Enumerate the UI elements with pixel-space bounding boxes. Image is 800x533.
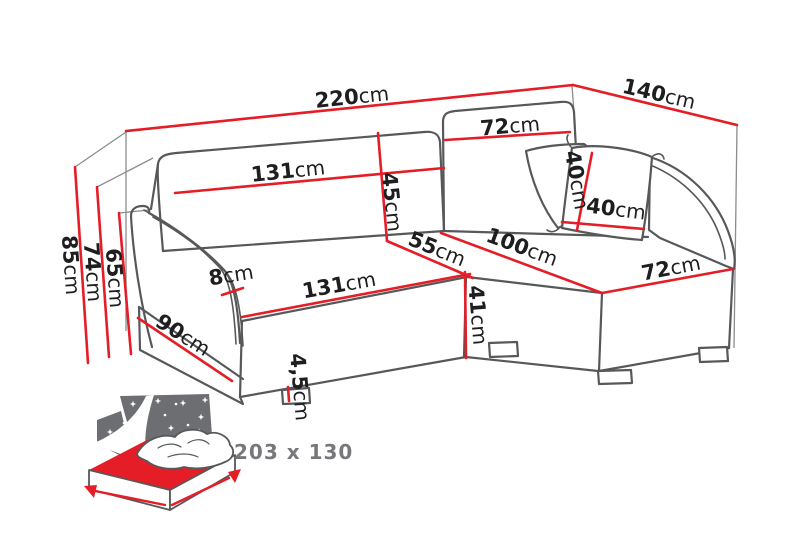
bed-arrow-right [170, 476, 231, 507]
dim-line-total-width [124, 83, 575, 133]
blanket-fold [157, 443, 182, 449]
dim-line-armrest-width [220, 286, 245, 297]
backrest-left-bottom-edge [161, 229, 446, 253]
reference-lines [74, 85, 738, 349]
front-pillow [560, 145, 654, 242]
dim-line-seat-front-width [240, 272, 472, 319]
dimension-labels: 220cm 140cm 131cm 72cm 45cm 55cm 100cm 4… [57, 74, 703, 422]
main-front-bottom-edge [238, 355, 468, 399]
dim-line-seat-front-height [463, 270, 468, 360]
dim-label-backrest-top-height: 74cm [79, 241, 107, 302]
dim-line-backrest-top-height [95, 185, 111, 359]
dim-line-total-depth [571, 83, 739, 127]
sofa-foot [487, 340, 520, 359]
blanket-fold [187, 439, 210, 445]
height-85-connector [74, 131, 127, 168]
dim-line-seat-depth [385, 239, 475, 280]
dim-label-armrest-height: 65cm [101, 247, 129, 308]
sofa-foot [697, 345, 730, 364]
bed-arrowhead-left [84, 485, 97, 498]
dim-line-backrest-height [376, 131, 389, 243]
chaise-front-right-vertical [597, 291, 604, 373]
right-back-wedge-piping [644, 162, 726, 260]
dim-label-total-width: 220cm [314, 81, 390, 113]
pillow-corner-flick [566, 134, 572, 148]
chaise-right-back-vertical [727, 267, 735, 350]
dim-label-armrest-width: 8cm [207, 260, 255, 291]
armrest-outer-edge [129, 214, 154, 349]
chaise-front-bottom-edge [464, 355, 600, 373]
dim-label-chaise-front-width: 72cm [639, 251, 702, 286]
dim-label-total-depth: 140cm [620, 74, 698, 114]
bed-blanket [136, 428, 235, 470]
bed-arrowhead-right [228, 469, 241, 483]
bed-arrow-left [93, 489, 167, 507]
sofa-foot [596, 368, 634, 386]
dim-line-chaise-front-width [600, 267, 735, 295]
dim-label-pillow-width: 40cm [585, 193, 647, 224]
dim-line-armrest-height [117, 211, 133, 356]
base-top-edge [137, 305, 245, 381]
pillow-corner-flick [546, 226, 561, 233]
dim-label-backrest-right-width: 72cm [479, 111, 541, 140]
dim-line-chaise-width [439, 231, 604, 295]
dim-line-total-height [73, 165, 90, 365]
bounding-box-right-vertical [733, 124, 738, 349]
armrest-top-cap [129, 204, 151, 218]
dim-line-backrest-right-width [443, 130, 572, 142]
pillow-corner-flick [652, 153, 665, 160]
dim-line-pillow-height [575, 151, 594, 232]
dim-label-pillow-height: 40cm [560, 149, 594, 212]
dim-label-backrest-left-width: 131cm [250, 155, 326, 187]
dim-label-left-seat-depth: 90cm [151, 309, 214, 361]
armrest-piping-inner [152, 216, 244, 347]
blanket-fold [167, 453, 199, 458]
dim-line-backrest-left-width [173, 166, 446, 195]
base-left-vertical [137, 305, 142, 352]
height-74-connector [96, 157, 154, 188]
backrest-left-cushion [156, 130, 446, 253]
backrest-side-edge [149, 162, 160, 211]
backrest-right-cushion [441, 100, 582, 233]
base-bottom-edge [138, 348, 245, 406]
dim-line-pillow-width [560, 220, 646, 231]
dim-line-left-seat-depth [136, 316, 234, 383]
dim-label-seat-front-height: 41cm [463, 284, 492, 346]
dim-label-total-height: 85cm [57, 234, 85, 295]
sofa-bed-icon: 203 x 130 [84, 394, 353, 511]
dim-label-seat-depth: 55cm [405, 227, 469, 272]
dimension-lines [73, 83, 739, 403]
dim-label-foot-height: 4,5cm [285, 352, 315, 422]
dim-line-foot-height [286, 385, 291, 403]
sleeping-area-label: 203 x 130 [234, 440, 353, 464]
corner-pillows [524, 134, 665, 242]
bed-dimension-arrows [84, 469, 241, 507]
dim-label-backrest-height: 45cm [377, 171, 407, 233]
